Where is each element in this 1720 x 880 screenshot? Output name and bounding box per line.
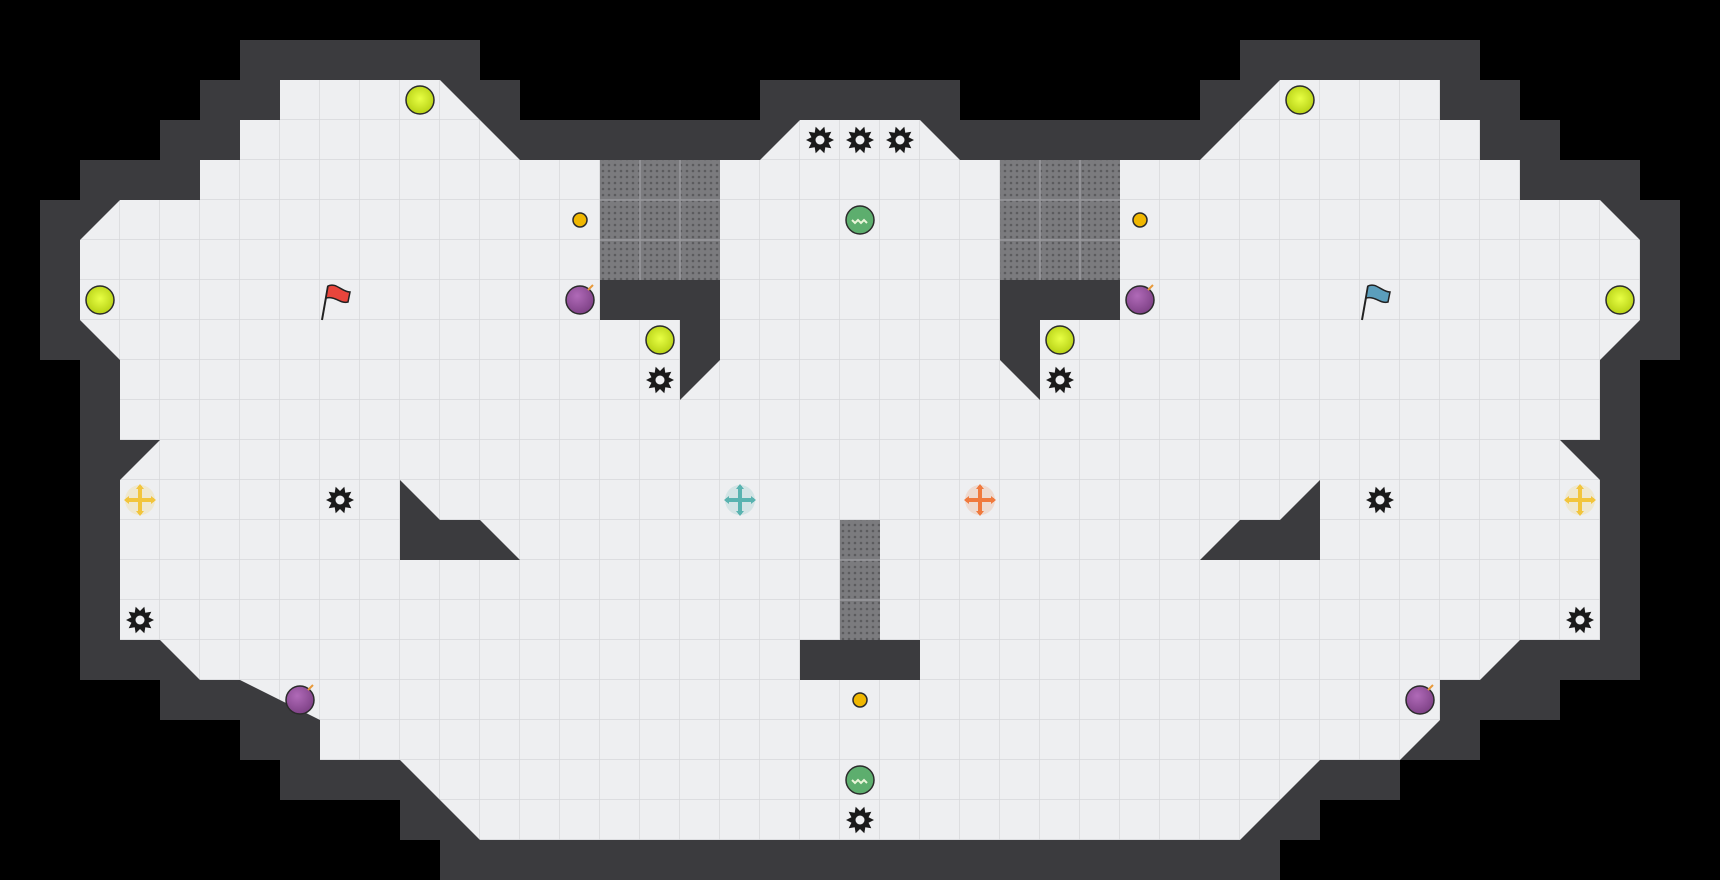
spike-mine-icon	[126, 606, 154, 634]
bomb-icon	[1125, 284, 1155, 315]
bomb-icon	[565, 284, 595, 315]
spike-mine-icon	[646, 366, 674, 394]
boost-pad	[1605, 285, 1635, 315]
coin	[572, 212, 588, 228]
spike-mine-icon	[1366, 486, 1394, 514]
spike-mine-icon	[1566, 606, 1594, 634]
spike-mine-icon	[1046, 366, 1074, 394]
portal-yellow-left	[124, 484, 156, 516]
spike-mines	[126, 126, 1594, 834]
wall-bar-center	[800, 640, 920, 680]
portals	[124, 484, 1596, 516]
boost-pad	[1045, 325, 1075, 355]
shield-powerup-icon	[845, 765, 875, 795]
bombs	[285, 284, 1435, 715]
wall-ramp-left	[400, 480, 520, 560]
floor	[80, 80, 1640, 840]
bomb-icon	[285, 684, 315, 715]
spike-mine-icon	[886, 126, 914, 154]
spike-mine-icon	[806, 126, 834, 154]
boost-pad	[1285, 85, 1315, 115]
spike-mine-icon	[846, 806, 874, 834]
portal-yellow-right	[1564, 484, 1596, 516]
boost-pad	[85, 285, 115, 315]
wall-block-right-hook	[1000, 280, 1120, 400]
portal-orange	[964, 484, 996, 516]
spike-mine-icon	[326, 486, 354, 514]
bomb-icon	[1405, 684, 1435, 715]
red-flag-icon	[321, 284, 351, 321]
coin	[1132, 212, 1148, 228]
coins	[572, 212, 1148, 708]
wall-block-left-hook	[600, 280, 720, 400]
grate-center	[840, 520, 880, 640]
spike-mine-icon	[846, 126, 874, 154]
coin	[852, 692, 868, 708]
boost-pads	[85, 85, 1635, 355]
wall-ramp-right	[1200, 480, 1320, 560]
shields	[845, 205, 875, 795]
boost-pad	[405, 85, 435, 115]
shield-powerup-icon	[845, 205, 875, 235]
portal-teal	[724, 484, 756, 516]
blue-flag-icon	[1361, 284, 1391, 321]
grate-right	[1000, 160, 1120, 280]
boost-pad	[645, 325, 675, 355]
grate-left	[600, 160, 720, 280]
